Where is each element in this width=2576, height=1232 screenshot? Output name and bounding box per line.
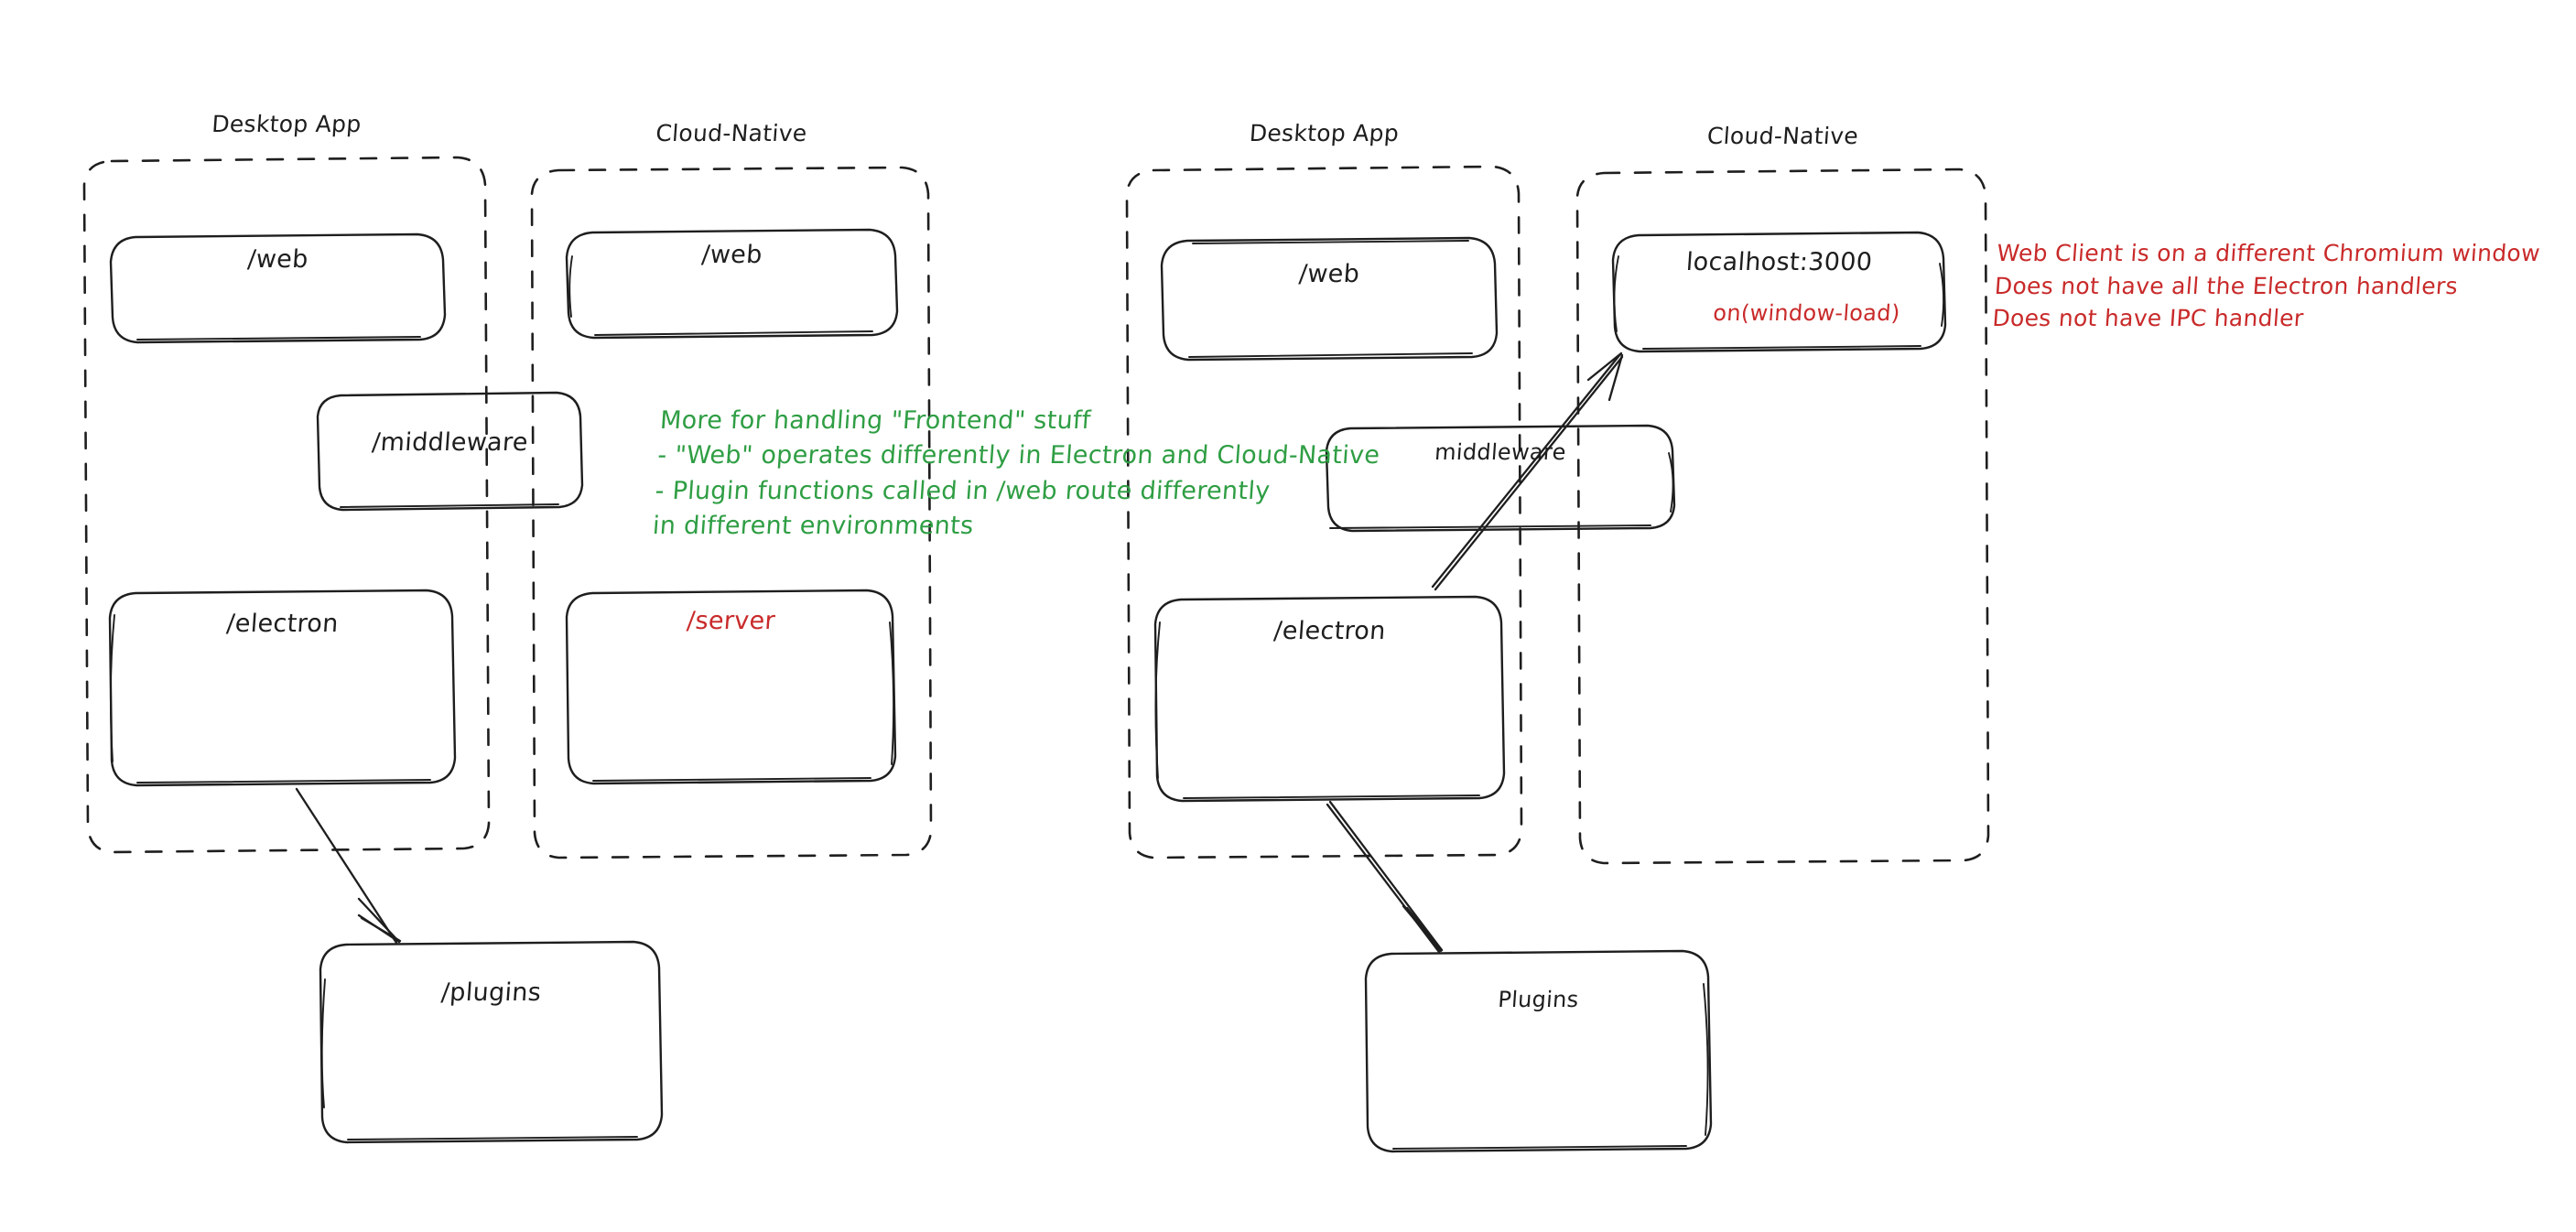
- right-localhost-sublabel: on(window-load): [1712, 300, 1901, 326]
- right-web-box: [1160, 236, 1499, 362]
- right-localhost-box: [1611, 231, 1947, 353]
- left-desktop-app-title: Desktop App: [211, 111, 363, 137]
- left-web-cloud-label: /web: [700, 241, 763, 269]
- left-cloud-native-title: Cloud-Native: [655, 120, 808, 146]
- left-plugins-label: /plugins: [439, 978, 543, 1007]
- right-desktop-app-container: [1125, 165, 1523, 859]
- left-web-desktop-box: [109, 232, 447, 344]
- left-server-box: [565, 589, 897, 785]
- right-localhost-label: localhost:3000: [1684, 248, 1874, 276]
- right-middleware-box: [1325, 424, 1676, 533]
- left-electron-label: /electron: [225, 610, 340, 638]
- left-web-cloud-box: [565, 228, 899, 340]
- right-electron-label: /electron: [1272, 617, 1387, 645]
- left-web-desktop-label: /web: [246, 245, 309, 274]
- left-arrow-electron-to-plugins: [295, 787, 402, 945]
- left-green-note: More for handling "Frontend" stuff - "We…: [651, 406, 1381, 540]
- right-electron-box: [1153, 595, 1506, 803]
- right-red-note: Web Client is on a different Chromium wi…: [1991, 240, 2541, 331]
- right-web-label: /web: [1297, 260, 1361, 288]
- right-cloud-native-container: [1575, 168, 1990, 865]
- left-plugins-box: [319, 940, 664, 1144]
- right-plugins-label: Plugins: [1497, 987, 1580, 1012]
- right-cloud-native-title: Cloud-Native: [1706, 123, 1860, 149]
- left-middleware-label: /middleware: [371, 428, 529, 457]
- left-middleware-box: [316, 391, 584, 512]
- left-electron-box: [108, 589, 457, 787]
- right-middleware-label: middleware: [1434, 439, 1567, 465]
- left-cloud-native-container: [530, 166, 933, 859]
- left-desktop-app-container: [82, 156, 491, 854]
- right-desktop-app-title: Desktop App: [1248, 120, 1401, 146]
- right-arrow-electron-to-plugins: [1326, 800, 1444, 954]
- right-arrow-electron-to-localhost: [1431, 351, 1624, 591]
- left-server-label: /server: [686, 607, 776, 635]
- right-plugins-box: [1364, 949, 1713, 1153]
